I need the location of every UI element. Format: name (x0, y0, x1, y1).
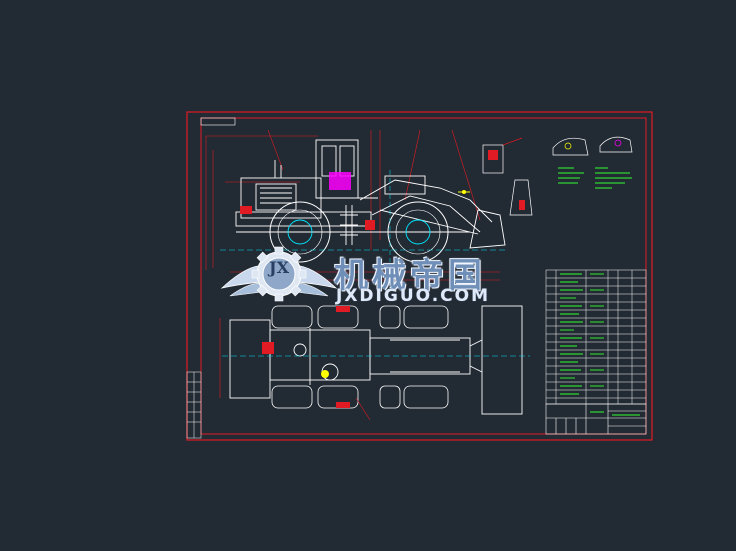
parts-list-table (545, 269, 647, 405)
technical-notes-block (558, 167, 632, 189)
watermark-site: JXDIGUO.COM (336, 286, 491, 306)
frame-tab (200, 117, 236, 126)
drawing-outer-border (186, 111, 653, 441)
revision-strip (186, 371, 202, 439)
side-view-highlights (220, 170, 505, 262)
loader-side-view (235, 139, 506, 249)
side-view-wheels (269, 201, 449, 263)
detail-views (482, 136, 633, 216)
watermark-logo-letters: JX (269, 258, 289, 277)
title-block (545, 403, 647, 435)
watermark-title: 机械帝国 (334, 256, 486, 296)
top-view-highlights (219, 306, 530, 421)
watermark-logo (220, 246, 338, 302)
top-view-tires (271, 305, 449, 409)
loader-top-view (229, 305, 523, 415)
